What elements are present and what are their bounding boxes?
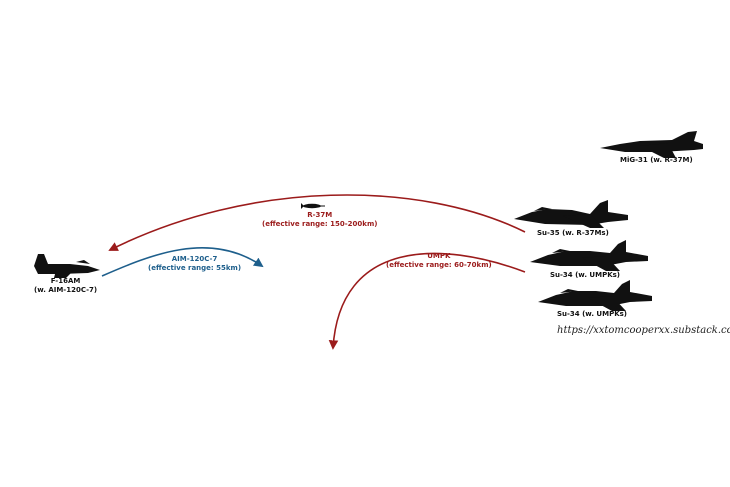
umpk-trajectory-arrow xyxy=(328,252,526,350)
r37m-missile-icon xyxy=(301,203,325,209)
f16-silhouette-icon xyxy=(34,254,100,278)
su35-label: Su-35 (w. R-37Ms) xyxy=(537,229,609,237)
umpk-label: UMPK (effective range: 60-70km) xyxy=(386,252,492,269)
su35-silhouette-icon xyxy=(514,200,628,228)
su34-label-a: Su-34 (w. UMPKs) xyxy=(550,271,620,279)
source-url: https://xxtomcooperxx.substack.com xyxy=(557,325,730,336)
r37m-trajectory-arrow xyxy=(108,194,526,251)
r37m-label: R-37M (effective range: 150-200km) xyxy=(262,211,378,228)
mig31-label: MiG-31 (w. R-37M) xyxy=(620,156,693,164)
su34-silhouette-a-icon xyxy=(530,240,648,271)
aim120-trajectory-arrow xyxy=(101,247,264,277)
f16-label: F-16AM (w. AIM-120C-7) xyxy=(34,277,98,294)
su34-label-b: Su-34 (w. UMPKs) xyxy=(557,310,627,318)
aim120-label: AIM-120C-7 (effective range: 55km) xyxy=(148,255,242,272)
mig31-silhouette-icon xyxy=(600,131,703,158)
su34-silhouette-b-icon xyxy=(538,280,652,311)
